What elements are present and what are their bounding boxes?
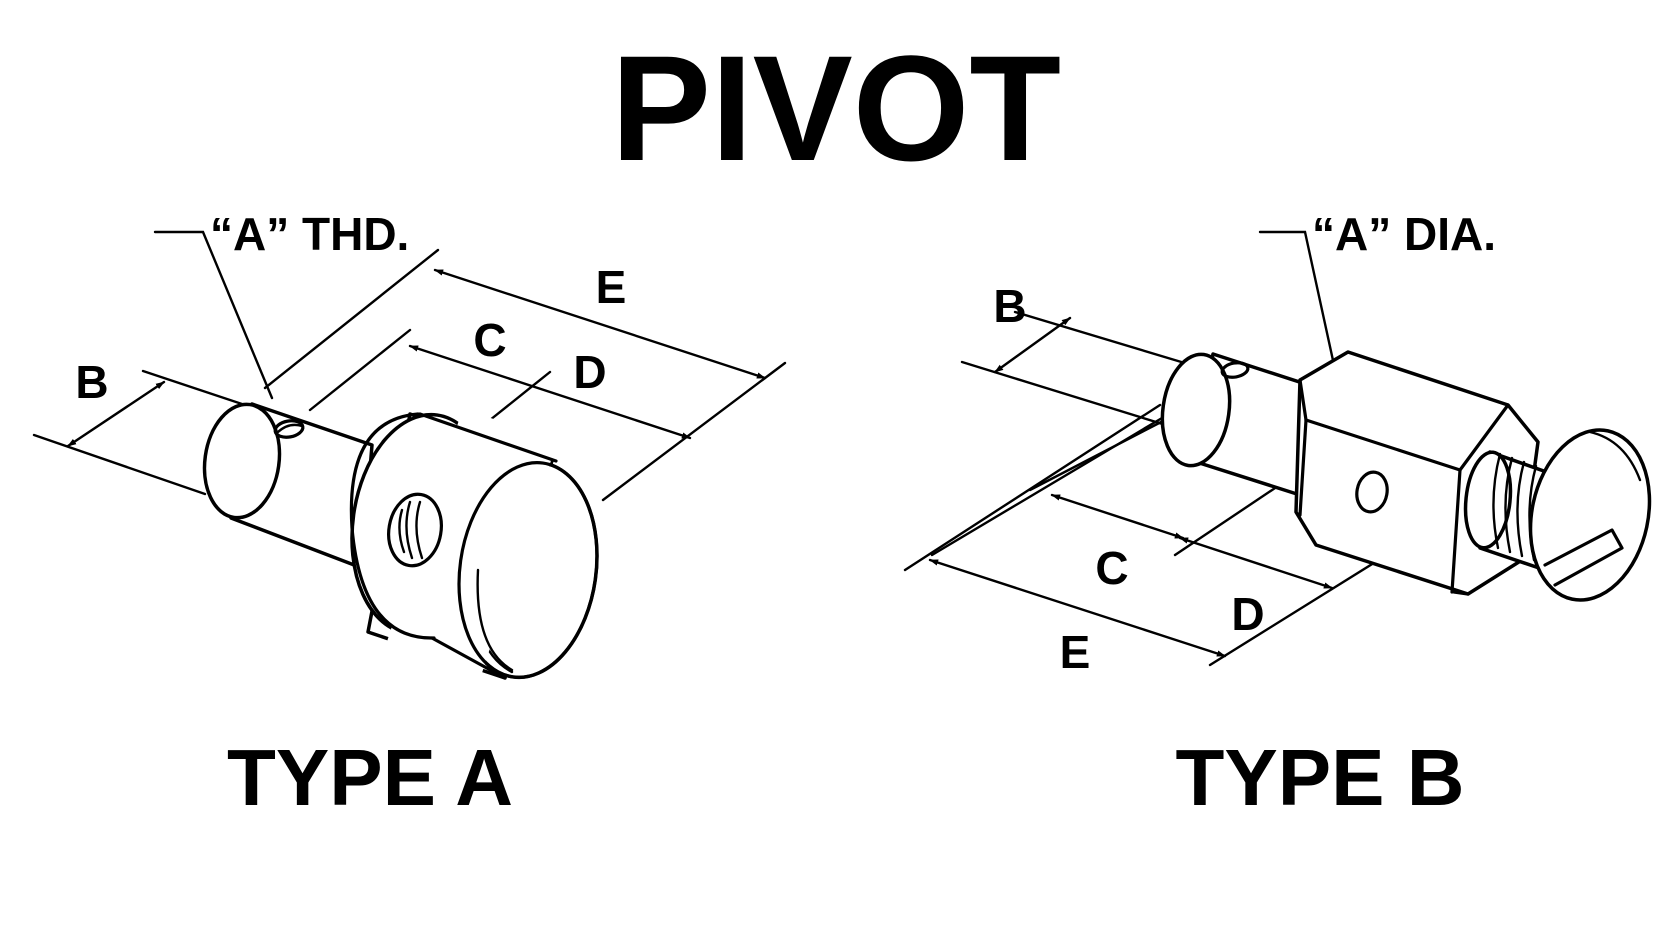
- type-b-drawing: [903, 230, 1652, 667]
- dim-label-c-b: C: [1095, 542, 1128, 594]
- callout-leader-a: [153, 230, 274, 400]
- dim-b-line-b: [993, 316, 1072, 374]
- dim-d-line-b: [1178, 536, 1334, 590]
- dim-label-d-b: D: [1231, 588, 1264, 640]
- dim-e-line-b: [928, 558, 1227, 658]
- dim-label-d-a: D: [573, 346, 606, 398]
- diagram-title: PIVOT: [611, 24, 1061, 192]
- dim-e-line-a: [433, 268, 767, 380]
- caption-type-a: TYPE A: [227, 733, 513, 822]
- caption-type-b: TYPE B: [1176, 733, 1465, 822]
- callout-a-thd: “A” THD.: [210, 208, 409, 260]
- dim-b-line-a: [66, 380, 166, 448]
- type-a-drawing: [32, 230, 787, 688]
- dim-label-b-a: B: [75, 356, 108, 408]
- dim-label-e-b: E: [1060, 626, 1091, 678]
- dim-label-c-a: C: [473, 314, 506, 366]
- dim-c-line-b: [1050, 493, 1185, 540]
- dim-label-e-a: E: [596, 261, 627, 313]
- dim-label-b-b: B: [993, 280, 1026, 332]
- callout-a-dia: “A” DIA.: [1312, 208, 1496, 260]
- dim-d-line-a: [408, 344, 692, 440]
